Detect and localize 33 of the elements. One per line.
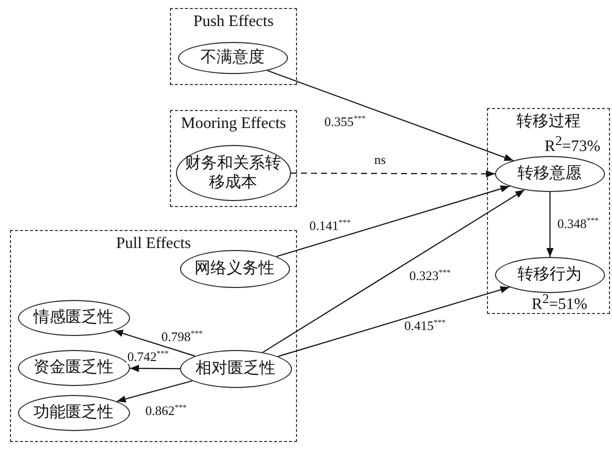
- edge-label: 0.348$^{***}$: [556, 217, 600, 231]
- group-box: [10, 230, 297, 442]
- arrow: [267, 70, 514, 162]
- group-title: Mooring Effects: [180, 115, 287, 133]
- construct-ellipse: 转移行为: [494, 256, 604, 292]
- group-title: Push Effects: [192, 13, 275, 31]
- construct-ellipse: 网络义务性: [180, 250, 290, 288]
- group-box: [170, 8, 297, 85]
- construct-ellipse: 财务和关系转移成本: [176, 144, 290, 200]
- edge-label: 0.141$^{***}$: [308, 219, 352, 233]
- construct-ellipse: 相对匮乏性: [180, 350, 292, 388]
- edge-label: 0.798$^{***}$: [160, 330, 204, 344]
- arrow: [546, 192, 554, 257]
- edge-label: 0.862$^{***}$: [144, 404, 188, 418]
- r-squared-label: R$^{2}$=73%: [544, 131, 600, 156]
- arrow: [114, 330, 196, 357]
- construct-ellipse: 情感匮乏性: [18, 300, 130, 336]
- arrow: [262, 189, 525, 353]
- group-box: [170, 110, 297, 207]
- edge-label: 0.415$^{***}$: [403, 319, 447, 333]
- arrow: [116, 380, 192, 402]
- edge-label: 0.355$^{***}$: [323, 115, 367, 129]
- group-box: [487, 108, 610, 314]
- edge-label: 0.742$^{***}$: [126, 350, 170, 364]
- arrow: [278, 286, 510, 357]
- construct-ellipse: 功能匮乏性: [18, 394, 130, 430]
- edge-label: 0.323$^{***}$: [408, 269, 452, 283]
- construct-ellipse: 转移意愿: [494, 156, 604, 192]
- arrow: [291, 170, 495, 178]
- group-title: 转移过程: [516, 113, 582, 131]
- arrow: [276, 185, 510, 258]
- construct-ellipse: 不满意度: [178, 42, 288, 74]
- arrow: [130, 364, 180, 372]
